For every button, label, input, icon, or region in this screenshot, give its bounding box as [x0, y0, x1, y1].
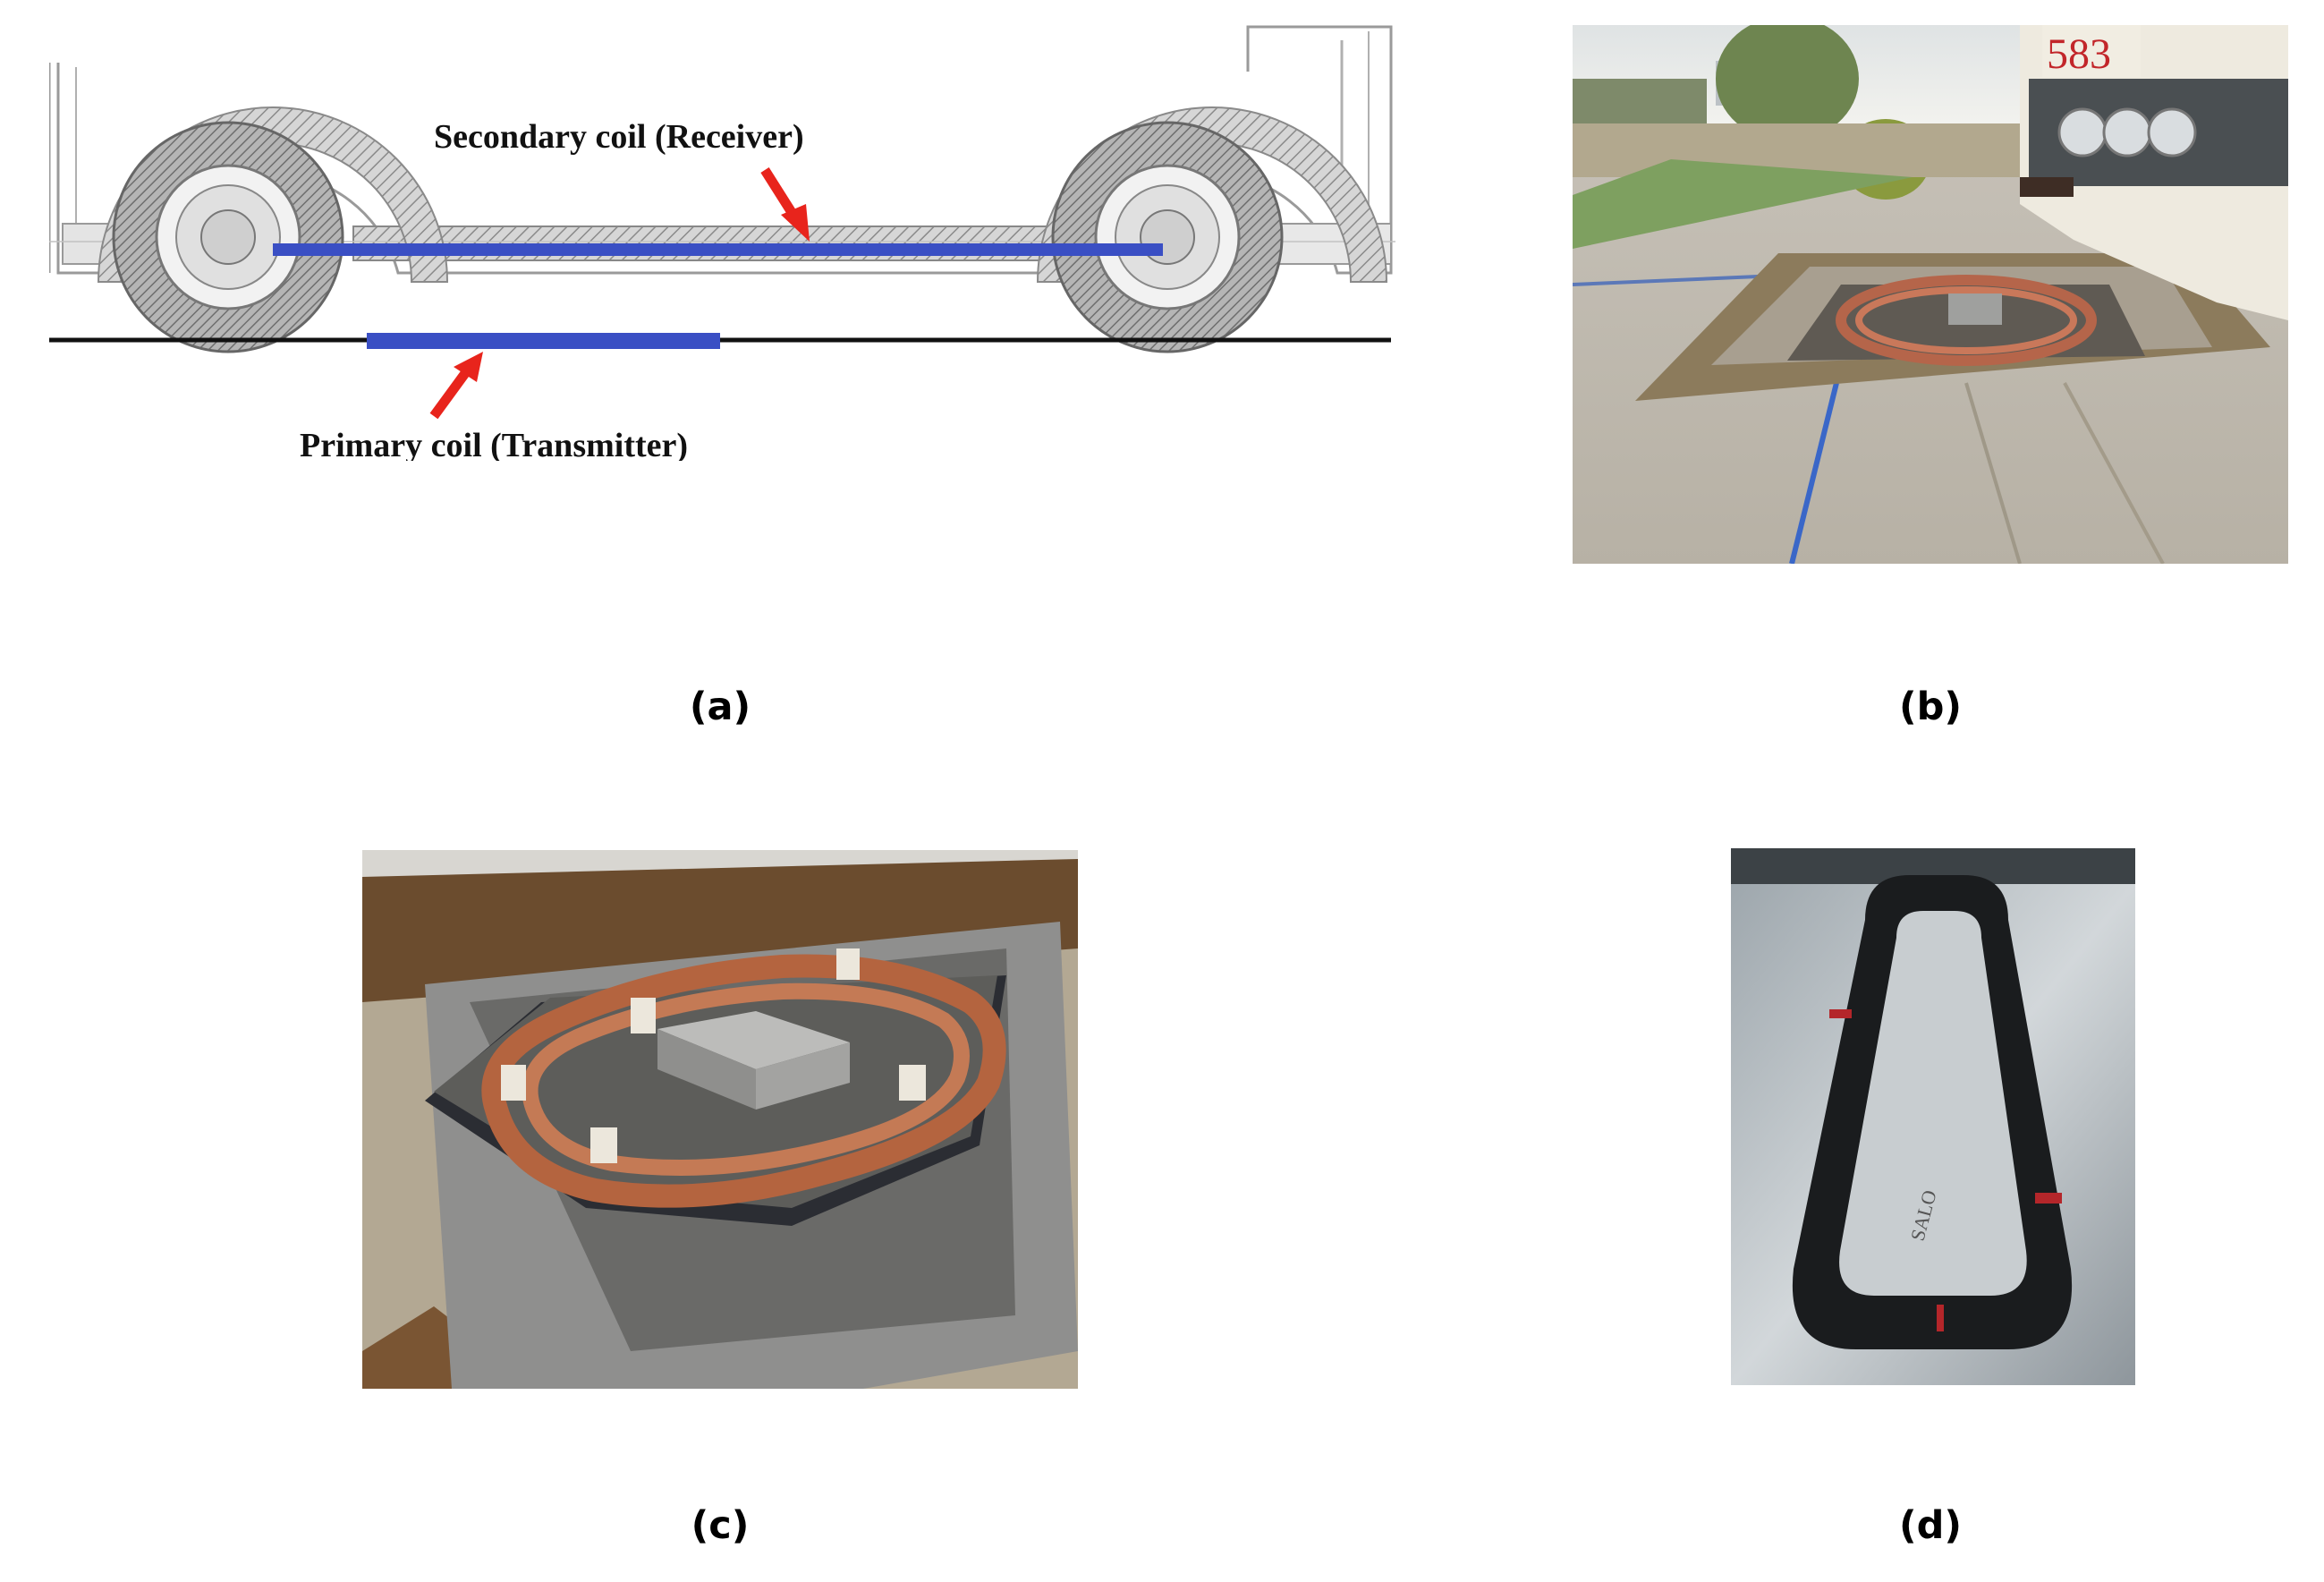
primary-coil-label: Primary coil (Transmitter): [300, 427, 688, 461]
bus-body: [49, 25, 1395, 275]
panel-d-racetrack-coil-photo: SALO: [1731, 848, 2135, 1385]
bus-number: 583: [2047, 30, 2111, 78]
caption-d: (d): [1898, 1503, 1963, 1548]
secondary-coil-bar: [273, 243, 1163, 256]
copper-coil: [481, 954, 1006, 1208]
secondary-arrow: [760, 167, 810, 242]
panel-c-coil-module-photo: [362, 850, 1078, 1389]
caption-c: (c): [691, 1503, 750, 1548]
bus-front: 583: [2020, 25, 2288, 320]
front-wheel: [97, 106, 449, 353]
primary-coil-bar: [367, 333, 720, 349]
caption-a: (a): [689, 685, 751, 729]
panel-a-bus-schematic: Secondary coil (Receiver) Primary coil (…: [49, 25, 1395, 461]
rear-wheel: [1036, 106, 1388, 353]
panel-b-bus-pit-photo: 583: [1573, 25, 2288, 564]
secondary-coil-label: Secondary coil (Receiver): [434, 118, 804, 156]
primary-arrow: [429, 352, 483, 420]
caption-b: (b): [1898, 685, 1963, 729]
